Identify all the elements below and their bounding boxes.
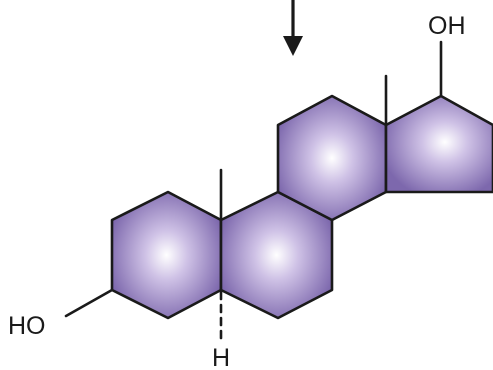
label-ho-left: HO	[8, 312, 46, 340]
label-h-bottom: H	[212, 344, 230, 370]
ring-c	[276, 94, 388, 222]
ring-d	[384, 94, 493, 194]
ho-bond-c3	[64, 288, 114, 318]
down-arrow-icon	[283, 0, 303, 56]
ring-a	[110, 190, 223, 320]
label-oh-top: OH	[428, 12, 466, 40]
